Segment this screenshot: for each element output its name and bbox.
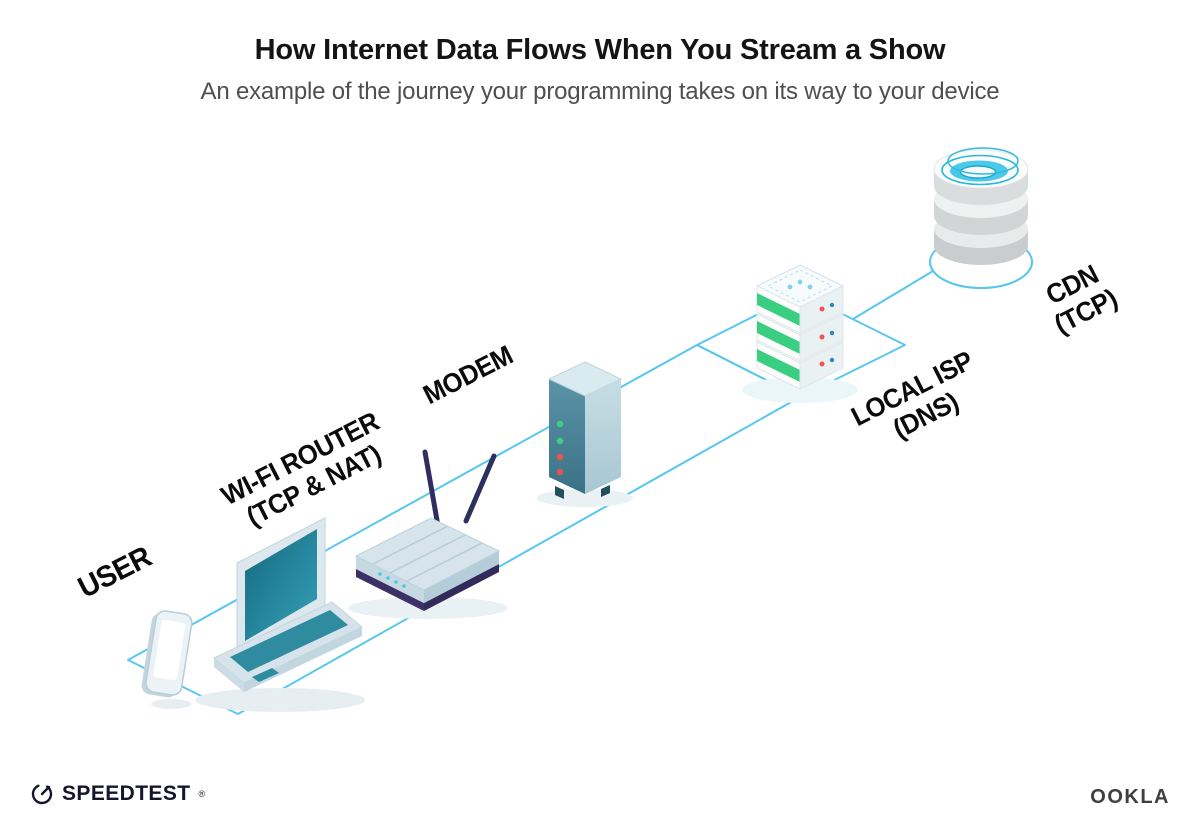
wifi-router-icon bbox=[354, 449, 501, 611]
ookla-logo: OOKLA bbox=[1090, 786, 1170, 808]
speedtest-gauge-icon bbox=[31, 783, 53, 805]
header: How Internet Data Flows When You Stream … bbox=[0, 34, 1200, 106]
speedtest-wordmark: SPEEDTEST bbox=[62, 782, 191, 805]
modem-led-red bbox=[556, 453, 564, 461]
router-antenna-right bbox=[463, 453, 497, 524]
speedtest-logo: SPEEDTEST ® bbox=[30, 782, 205, 806]
isp-to-cdn-link bbox=[852, 270, 934, 320]
modem-icon bbox=[547, 361, 623, 499]
user-laptop-icon bbox=[213, 517, 363, 692]
page-title: How Internet Data Flows When You Stream … bbox=[254, 34, 946, 66]
router-antenna-left bbox=[422, 449, 441, 529]
modem-led-green bbox=[556, 420, 564, 428]
registered-mark: ® bbox=[198, 789, 206, 799]
page-subtitle: An example of the journey your programmi… bbox=[200, 78, 1000, 105]
user-phone-icon bbox=[141, 610, 193, 698]
cdn-database-icon bbox=[929, 147, 1033, 289]
isp-server-icon bbox=[755, 264, 845, 390]
